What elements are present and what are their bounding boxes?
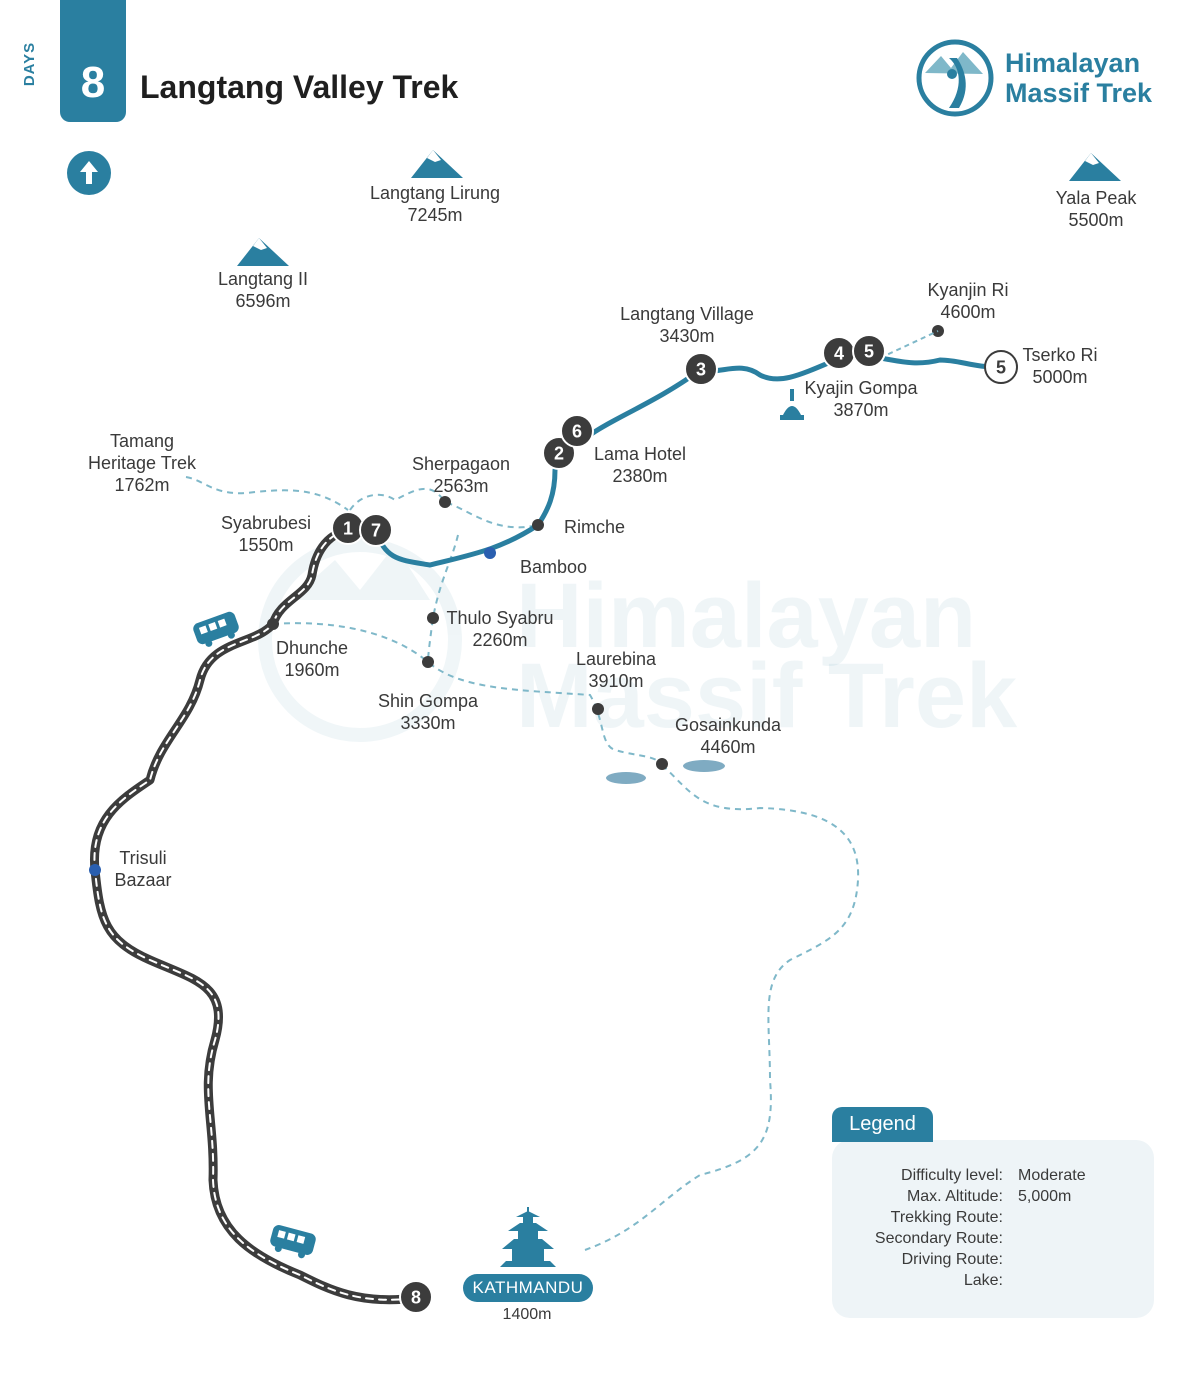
thulo-syabru-dot (427, 612, 439, 624)
rimche-dot (532, 519, 544, 531)
day-marker-label: 8 (411, 1288, 421, 1308)
day-marker-label: 4 (834, 344, 844, 364)
day-marker-label: 1 (343, 519, 353, 539)
legend-panel (832, 1140, 1154, 1318)
page-title: Langtang Valley Trek (140, 69, 459, 105)
stupa-icon (780, 389, 804, 420)
driving-route (89, 525, 421, 1305)
lakes (606, 760, 725, 784)
days-label: DAYS (21, 41, 38, 87)
bus-icon (193, 611, 239, 647)
legend-key: Secondary Route: (874, 1230, 1003, 1247)
shin-gompa-dot (422, 656, 434, 668)
day-marker-label: 2 (554, 444, 564, 464)
secondary-route-sherpagaon-loop (349, 487, 539, 529)
pagoda-temple-icon (500, 1207, 556, 1267)
lake-icon (606, 772, 646, 784)
bus-icon (270, 1225, 316, 1259)
brand-line1: Himalayan (1005, 48, 1141, 78)
bamboo-dot (484, 547, 496, 559)
day-marker-label: 3 (696, 360, 706, 380)
brand-line2: Massif Trek (1005, 78, 1153, 108)
days-count: 8 (80, 58, 106, 107)
climber-logo-icon (916, 39, 994, 117)
place-label-bamboo: Bamboo (520, 557, 588, 577)
lake-icon (683, 760, 725, 772)
north-arrow-icon (67, 151, 111, 195)
day-marker (560, 414, 594, 448)
mountain-peak-icon (1069, 153, 1121, 181)
peak-icons (237, 150, 1121, 266)
legend-key: Difficulty level: (901, 1167, 1003, 1184)
day-marker-label: 6 (572, 422, 582, 442)
day-marker-label: 5 (996, 358, 1006, 378)
mountain-peak-icon (411, 150, 463, 178)
legend-value: 5,000m (1018, 1188, 1072, 1205)
brand-name: Himalayan Massif Trek (1005, 48, 1152, 108)
secondary-route-gosainkunda-kathmandu (584, 764, 860, 1251)
day-marker (399, 1280, 433, 1314)
kathmandu-badge: KATHMANDU (463, 1274, 593, 1302)
day-marker (984, 350, 1018, 384)
legend-key: Lake: (963, 1272, 1003, 1289)
day-marker (359, 513, 393, 547)
legend-key: Max. Altitude: (906, 1188, 1003, 1205)
watermark-line2: Massif Trek (516, 645, 1018, 747)
day-marker (684, 352, 718, 386)
legend-value: Moderate (1018, 1167, 1086, 1184)
legend-key: Driving Route: (901, 1251, 1003, 1268)
secondary-route-dhunche-gosainkunda (272, 622, 663, 766)
day-marker (852, 334, 886, 368)
gosainkunda-dot (656, 758, 668, 770)
days-tab: 8 (60, 0, 126, 122)
watermark-line1: Himalayan (516, 565, 977, 667)
day-marker-label: 7 (371, 521, 381, 541)
day-marker (542, 436, 576, 470)
place-label-rimche: Rimche (564, 517, 626, 537)
dhunche-dot (267, 618, 279, 630)
day-marker-label: 5 (864, 342, 874, 362)
laurebina-dot (592, 703, 604, 715)
legend-key: Trekking Route: (890, 1209, 1003, 1226)
mountain-peak-icon (237, 238, 289, 266)
kathmandu-elevation: 1400m (502, 1306, 552, 1323)
place-dots (89, 325, 944, 876)
secondary-route-tamang (185, 476, 349, 511)
sherpagaon-dot (439, 496, 451, 508)
secondary-route-thulo-syabru (427, 534, 459, 663)
trisuli-dot (89, 864, 101, 876)
legend-title: Legend (832, 1107, 933, 1142)
secondary-routes (185, 476, 860, 1251)
